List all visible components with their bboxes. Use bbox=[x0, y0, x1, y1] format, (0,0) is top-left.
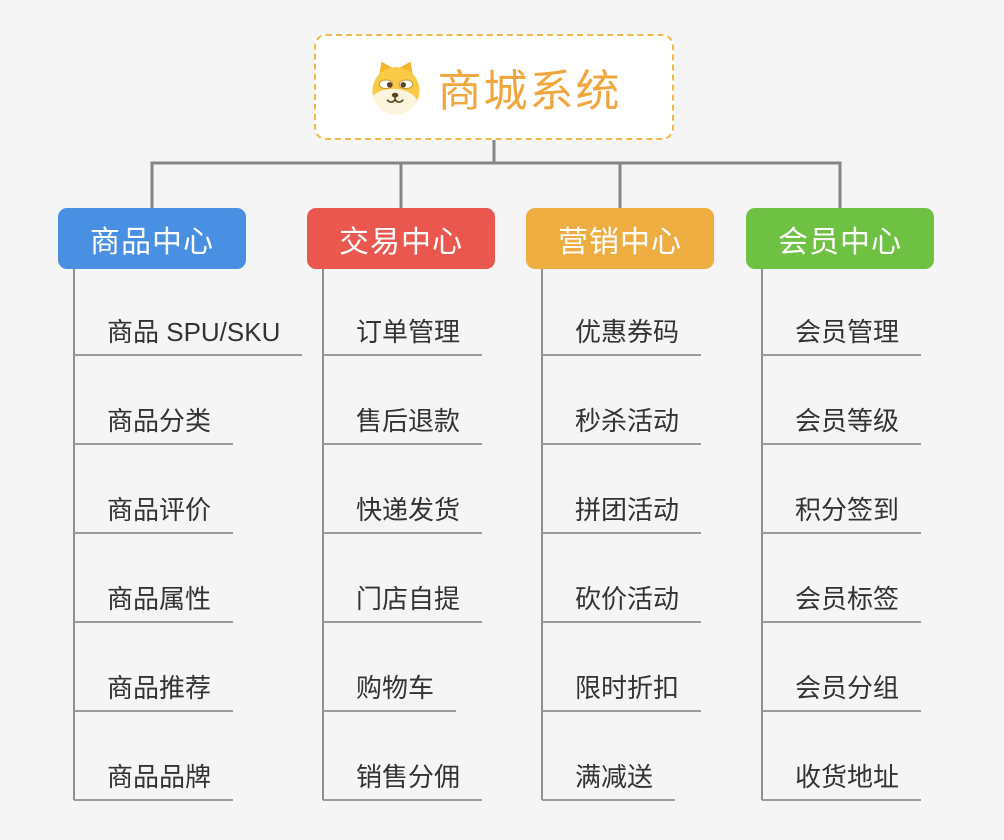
dog-icon bbox=[367, 58, 425, 116]
leaf-node[interactable]: 商品分类 bbox=[74, 405, 234, 445]
leaf-node[interactable]: 收货地址 bbox=[762, 761, 922, 801]
leaf-node[interactable]: 商品属性 bbox=[74, 583, 234, 623]
leaf-node[interactable]: 商品推荐 bbox=[74, 672, 234, 712]
branch-node-4[interactable]: 会员中心 bbox=[746, 208, 934, 269]
branch-node-2[interactable]: 交易中心 bbox=[307, 208, 495, 269]
leaf-node[interactable]: 砍价活动 bbox=[542, 583, 702, 623]
leaf-node[interactable]: 拼团活动 bbox=[542, 494, 702, 534]
leaf-node[interactable]: 会员管理 bbox=[762, 316, 922, 356]
leaf-node[interactable]: 秒杀活动 bbox=[542, 405, 702, 445]
leaf-node[interactable]: 商品评价 bbox=[74, 494, 234, 534]
root-node-label: 商城系统 bbox=[437, 67, 622, 116]
leaf-node[interactable]: 门店自提 bbox=[323, 583, 483, 623]
leaf-node[interactable]: 会员等级 bbox=[762, 405, 922, 445]
leaf-node[interactable]: 快递发货 bbox=[323, 494, 483, 534]
root-node[interactable]: 商城系统 bbox=[314, 34, 674, 140]
leaf-node[interactable]: 会员分组 bbox=[762, 672, 922, 712]
leaf-node[interactable]: 订单管理 bbox=[323, 316, 483, 356]
leaf-node[interactable]: 购物车 bbox=[323, 672, 457, 712]
leaf-node[interactable]: 满减送 bbox=[542, 761, 676, 801]
branch-node-3[interactable]: 营销中心 bbox=[526, 208, 714, 269]
leaf-node[interactable]: 商品品牌 bbox=[74, 761, 234, 801]
leaf-node[interactable]: 商品 SPU/SKU bbox=[74, 316, 303, 356]
leaf-node[interactable]: 会员标签 bbox=[762, 583, 922, 623]
leaf-node[interactable]: 限时折扣 bbox=[542, 672, 702, 712]
branch-node-1[interactable]: 商品中心 bbox=[58, 208, 246, 269]
leaf-node[interactable]: 售后退款 bbox=[323, 405, 483, 445]
leaf-node[interactable]: 优惠券码 bbox=[542, 316, 702, 356]
leaf-node[interactable]: 积分签到 bbox=[762, 494, 922, 534]
leaf-node[interactable]: 销售分佣 bbox=[323, 761, 483, 801]
